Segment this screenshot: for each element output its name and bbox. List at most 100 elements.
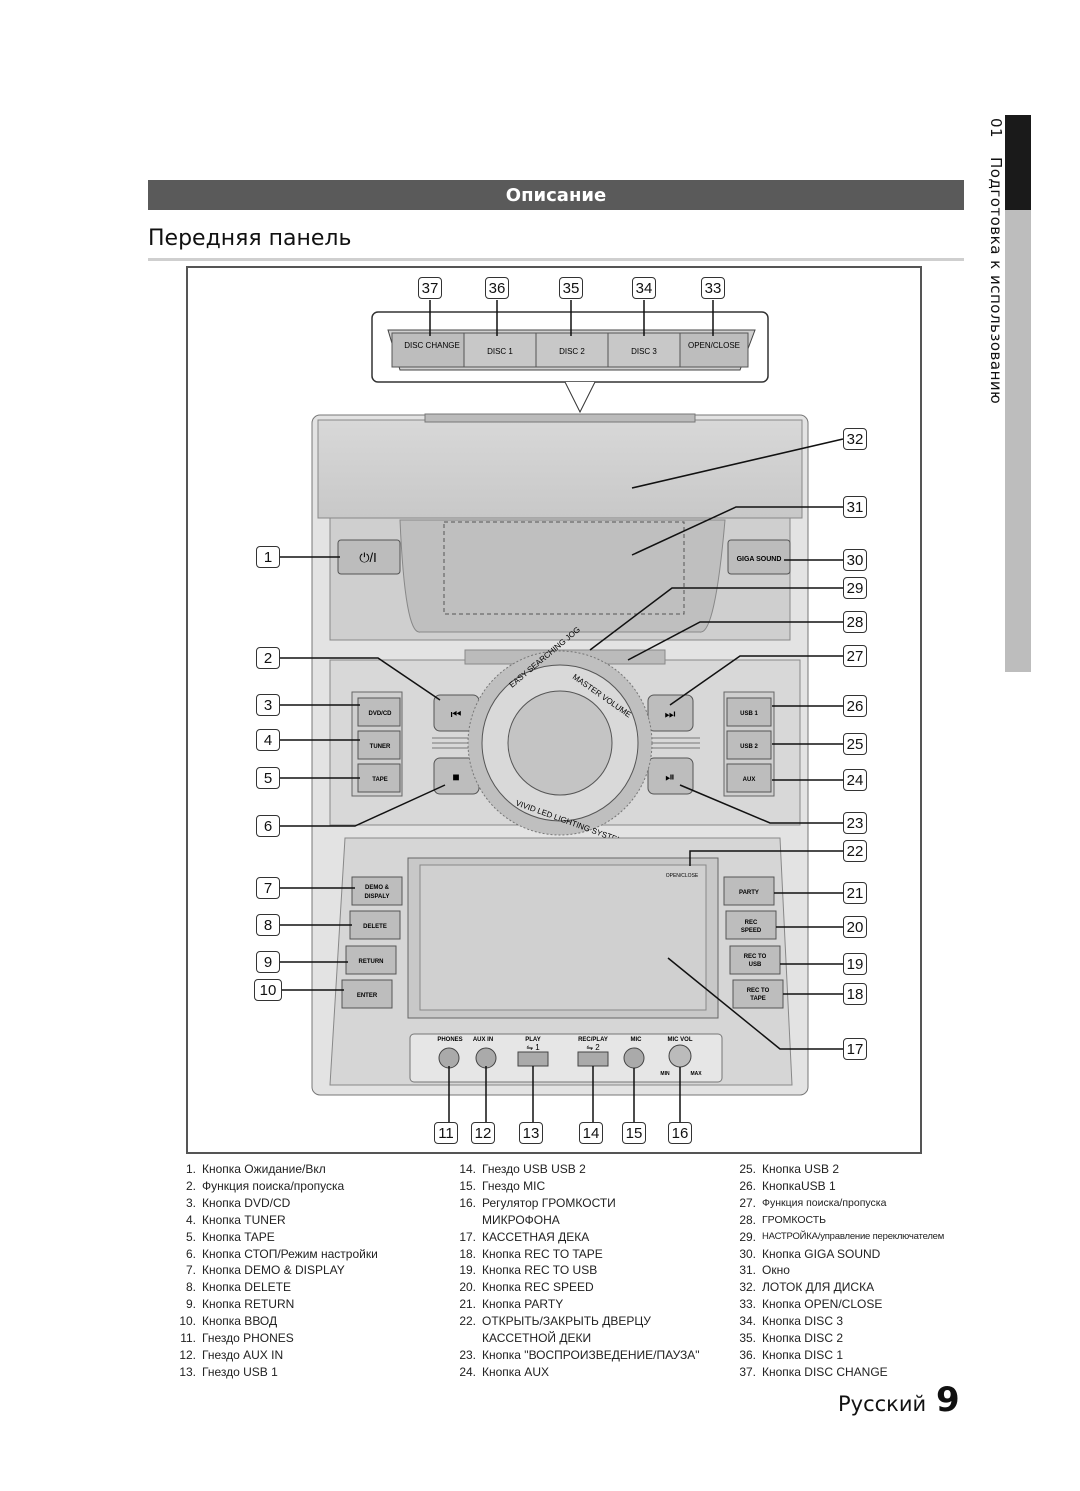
demo-label-1: DEMO & bbox=[365, 885, 390, 891]
next-button[interactable] bbox=[647, 694, 694, 732]
legend-text: ГРОМКОСТЬ bbox=[762, 1213, 827, 1226]
legend-text: Кнопка DELETE bbox=[202, 1280, 291, 1295]
device-body: ⏻/I GIGA SOUND DVD/CD TUNER TAPE USB 1 U… bbox=[311, 413, 809, 1096]
callout-18: 18 bbox=[843, 983, 867, 1005]
callout-12: 12 bbox=[471, 1122, 495, 1144]
legend-text: Кнопка DEMO & DISPLAY bbox=[202, 1263, 345, 1278]
section-header: Описание bbox=[148, 180, 964, 210]
disc-change-button[interactable] bbox=[391, 332, 465, 368]
callout-22: 22 bbox=[843, 840, 867, 862]
aux-in-jack[interactable] bbox=[475, 1047, 497, 1069]
mic-label: MIC bbox=[631, 1037, 643, 1043]
disc2-label: DISC 2 bbox=[559, 347, 585, 356]
callout-2: 2 bbox=[256, 647, 280, 669]
rec-speed-button[interactable] bbox=[725, 910, 777, 940]
dvd-cd-button[interactable] bbox=[357, 697, 401, 727]
mic-jack[interactable] bbox=[623, 1047, 645, 1069]
usb2-port[interactable] bbox=[577, 1051, 609, 1067]
legend-text: Кнопка RETURN bbox=[202, 1297, 295, 1312]
callout-33: 33 bbox=[701, 277, 725, 299]
rec-to-tape-button[interactable] bbox=[732, 979, 784, 1009]
giga-sound-button[interactable] bbox=[727, 539, 791, 575]
legend-number bbox=[448, 1212, 482, 1229]
mic-vol-knob[interactable] bbox=[668, 1044, 692, 1068]
volume-knob[interactable] bbox=[507, 690, 613, 796]
demo-display-button[interactable] bbox=[351, 876, 403, 906]
legend-number: 11. bbox=[180, 1331, 196, 1346]
legend-item: 8.Кнопка DELETE bbox=[168, 1279, 378, 1296]
callout-8: 8 bbox=[256, 914, 280, 936]
legend-item: 19.Кнопка REC TO USB bbox=[448, 1262, 700, 1279]
legend-item: 17. КАССЕТНАЯ ДЕКА bbox=[448, 1229, 700, 1246]
legend-item: 25.Кнопка USB 2 bbox=[728, 1161, 944, 1178]
aux-in-label: AUX IN bbox=[473, 1037, 493, 1043]
legend-number: 34. bbox=[739, 1314, 756, 1329]
legend-number: 1. bbox=[185, 1162, 196, 1176]
legend-text: Гнездо MIC bbox=[482, 1178, 546, 1193]
rec-tape-label-1: REC TO bbox=[747, 988, 770, 994]
legend-number: 16. bbox=[459, 1195, 476, 1210]
front-panel-diagram bbox=[186, 266, 922, 1154]
legend-item: 16. Регулятор ГРОМКОСТИ bbox=[448, 1195, 700, 1212]
top-button-zoom: DISC CHANGE DISC 1 DISC 2 DISC 3 OPEN/CL… bbox=[371, 311, 769, 414]
display-window bbox=[443, 521, 685, 615]
phones-jack[interactable] bbox=[438, 1047, 460, 1069]
legend-item: КАССЕТНОЙ ДЕКИ bbox=[448, 1330, 700, 1347]
rec-usb-label-2: USB bbox=[749, 962, 762, 968]
legend-number: 4. bbox=[185, 1212, 196, 1227]
legend-text: Окно bbox=[762, 1263, 790, 1278]
legend-number: 28. bbox=[739, 1212, 756, 1227]
legend-column-3: 25.Кнопка USB 2 26.КнопкаUSB 1 27.Функци… bbox=[728, 1161, 944, 1381]
usb2-button[interactable] bbox=[726, 730, 772, 760]
phones-label: PHONES bbox=[437, 1037, 462, 1043]
legend-item: 14.Гнездо USB USB 2 bbox=[448, 1161, 700, 1178]
tuner-label: TUNER bbox=[370, 744, 391, 750]
rec-speed-label-1: REC bbox=[745, 920, 758, 926]
disc1-button[interactable] bbox=[463, 332, 537, 368]
rec-to-usb-button[interactable] bbox=[729, 945, 781, 975]
legend-column-2: 14.Гнездо USB USB 2 15.Гнездо MIC 16. Рег… bbox=[448, 1161, 700, 1381]
legend-number: 17. bbox=[459, 1229, 476, 1244]
callout-14: 14 bbox=[579, 1122, 603, 1144]
legend-number: 19. bbox=[459, 1263, 476, 1278]
rec-play-label: REC/PLAY bbox=[578, 1037, 608, 1043]
skip-forward-icon: ⏭ bbox=[665, 707, 676, 721]
return-button[interactable] bbox=[345, 945, 397, 975]
tuner-button[interactable] bbox=[357, 730, 401, 760]
legend-item: 22.ОТКРЫТЬ/ЗАКРЫТЬ ДВЕРЦУ bbox=[448, 1313, 700, 1330]
enter-button[interactable] bbox=[341, 979, 393, 1009]
legend-item: 7.Кнопка DEMO & DISPLAY bbox=[168, 1262, 378, 1279]
delete-label: DELETE bbox=[363, 924, 387, 930]
open-close-top-button[interactable] bbox=[679, 332, 749, 368]
legend-number: 9. bbox=[185, 1297, 196, 1312]
legend-text: Кнопка USB 2 bbox=[762, 1162, 839, 1176]
legend-item: 33.Кнопка OPEN/CLOSE bbox=[728, 1296, 944, 1313]
legend-item: 35.Кнопка DISC 2 bbox=[728, 1330, 944, 1347]
legend-item: 15.Гнездо MIC bbox=[448, 1178, 700, 1195]
legend-item: МИКРОФОНА bbox=[448, 1212, 700, 1229]
legend-text: КАССЕТНАЯ ДЕКА bbox=[482, 1229, 590, 1244]
delete-button[interactable] bbox=[349, 910, 401, 940]
callout-1: 1 bbox=[256, 546, 280, 568]
demo-label-2: DISPALY bbox=[364, 894, 389, 900]
usb1-button[interactable] bbox=[726, 697, 772, 727]
party-button[interactable] bbox=[723, 876, 775, 906]
aux-button[interactable] bbox=[726, 763, 772, 793]
callout-3: 3 bbox=[256, 694, 280, 716]
legend-item: 26.КнопкаUSB 1 bbox=[728, 1178, 944, 1195]
legend-item: 37.Кнопка DISC CHANGE bbox=[728, 1364, 944, 1381]
tape-label: TAPE bbox=[372, 777, 388, 783]
legend-text: Функция поиска/пропуска bbox=[202, 1178, 345, 1193]
legend-text: Кнопка ВВОД bbox=[202, 1314, 278, 1329]
legend-text: Кнопка "ВОСПРОИЗВЕДЕНИЕ/ПАУЗА" bbox=[482, 1347, 700, 1362]
legend-item: 29.НАСТРОЙКА/управление переключателем bbox=[728, 1229, 944, 1246]
usb1-port[interactable] bbox=[517, 1051, 549, 1067]
callout-15: 15 bbox=[622, 1122, 646, 1144]
legend-number: 36. bbox=[739, 1347, 756, 1362]
legend-text: Кнопка OPEN/CLOSE bbox=[762, 1297, 883, 1312]
deck-open-close-label: OPEN/CLOSE bbox=[666, 873, 699, 879]
legend-text: Регулятор ГРОМКОСТИ bbox=[482, 1195, 616, 1210]
mic-vol-label: MIC VOL bbox=[668, 1037, 693, 1043]
dvd-cd-label: DVD/CD bbox=[368, 711, 392, 717]
callout-31: 31 bbox=[843, 496, 867, 518]
